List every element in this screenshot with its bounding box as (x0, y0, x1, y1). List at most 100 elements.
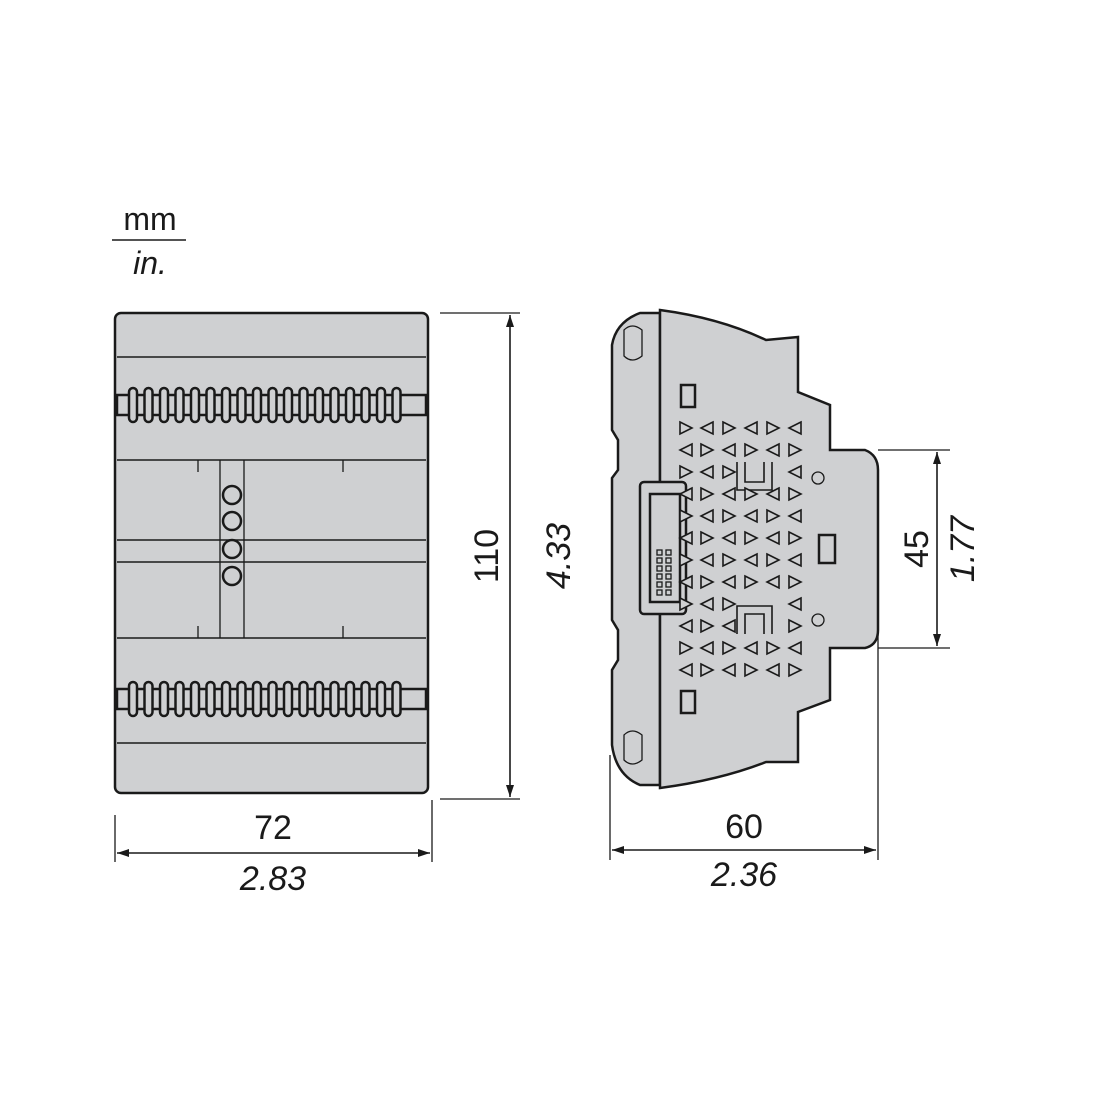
connector-pin (665, 581, 672, 588)
terminal-rib (360, 680, 371, 718)
vent-triangle-icon (678, 618, 693, 634)
vent-triangle-icon (721, 618, 736, 634)
vent-triangle-icon (787, 508, 802, 524)
terminal-rib (158, 680, 170, 718)
vent-triangle-icon (721, 662, 736, 678)
terminal-rib (282, 680, 294, 718)
vent-triangle-icon (766, 420, 781, 436)
vent-triangle-icon (766, 552, 781, 568)
mounting-hole-icon (623, 730, 643, 765)
vent-triangle-icon (766, 508, 781, 524)
terminal-rib (282, 386, 294, 424)
vent-triangle-icon (787, 420, 802, 436)
slot-icon (679, 383, 697, 409)
vent-triangle-icon (743, 552, 758, 568)
vent-triangle-icon (699, 420, 714, 436)
unit-metric-label: mm (123, 201, 176, 237)
vent-triangle-icon (765, 530, 780, 546)
side-main-body (658, 308, 880, 790)
connector-pin (665, 557, 672, 564)
connector-pin (656, 573, 663, 580)
vent-triangle-icon (722, 420, 737, 436)
connector-pin (656, 557, 663, 564)
vent-triangle-icon (700, 574, 715, 590)
vent-triangle-icon (765, 574, 780, 590)
height-mm-label: 110 (468, 529, 506, 583)
terminal-rib (329, 386, 340, 424)
terminal-rib (251, 680, 263, 718)
vent-triangle-icon (678, 574, 693, 590)
side-clip-plate (610, 311, 662, 787)
vent-triangle-icon (721, 574, 736, 590)
terminal-rib (143, 386, 154, 424)
vent-triangle-icon (787, 596, 802, 612)
vent-triangle-icon (744, 530, 759, 546)
vent-pattern (678, 420, 803, 678)
vent-triangle-icon (722, 640, 737, 656)
terminal-rib (375, 680, 387, 718)
vent-triangle-icon (765, 662, 780, 678)
width-in-label: 2.83 (239, 860, 306, 898)
vent-triangle-icon (679, 640, 694, 656)
vent-triangle-icon (679, 464, 694, 480)
width-mm-label: 72 (254, 809, 292, 847)
mounting-hole-icon (623, 325, 643, 361)
terminal-rib (329, 680, 340, 718)
vent-triangle-icon (722, 596, 737, 612)
led-indicator-icon (221, 510, 243, 532)
unit-imperial-label: in. (133, 245, 167, 281)
vent-triangle-icon (787, 552, 802, 568)
vent-triangle-icon (788, 530, 803, 546)
vent-triangle-icon (679, 508, 694, 524)
terminal-rib (360, 386, 371, 424)
u-bracket-icon (736, 462, 773, 491)
terminal-rib (174, 386, 185, 424)
connector-pin (656, 581, 663, 588)
terminal-rib (236, 386, 247, 424)
vent-triangle-icon (744, 662, 759, 678)
vent-triangle-icon (700, 662, 715, 678)
rail-notch-icon (811, 471, 825, 485)
terminal-rib (158, 386, 170, 424)
vent-triangle-icon (743, 640, 758, 656)
vent-triangle-icon (744, 486, 759, 502)
vent-triangle-icon (679, 596, 694, 612)
terminal-rib (267, 680, 278, 718)
vent-triangle-icon (721, 530, 736, 546)
connector-pin-grid (656, 549, 672, 596)
rail-notch-icon (811, 613, 825, 627)
terminal-rib (127, 386, 139, 424)
rail-mm-label: 45 (898, 530, 936, 568)
terminal-rib (220, 386, 232, 424)
front-width-dimension: 72 2.83 (114, 800, 433, 898)
side-depth-dimension: 60 2.36 (609, 595, 879, 894)
vent-triangle-icon (743, 508, 758, 524)
vent-triangle-icon (787, 640, 802, 656)
terminal-rib (220, 680, 232, 718)
terminal-rib (313, 680, 325, 718)
height-in-label: 4.33 (540, 523, 578, 589)
connector-pin (656, 565, 663, 572)
connector-pin (656, 589, 663, 596)
vent-triangle-icon (699, 552, 714, 568)
connector-pin (665, 565, 672, 572)
u-bracket-icon (736, 605, 773, 634)
terminal-row-bottom (115, 680, 428, 718)
vent-triangle-icon (700, 486, 715, 502)
terminal-rib (298, 386, 309, 424)
terminal-rib (344, 386, 356, 424)
terminal-rib (127, 680, 139, 718)
slot-icon (679, 689, 697, 715)
vent-triangle-icon (700, 442, 715, 458)
vent-triangle-icon (744, 574, 759, 590)
terminal-rib (298, 680, 309, 718)
vent-triangle-icon (678, 662, 693, 678)
connector-pin (665, 589, 672, 596)
vent-triangle-icon (743, 420, 758, 436)
vent-triangle-icon (788, 574, 803, 590)
vent-triangle-icon (765, 442, 780, 458)
rail-in-label: 1.77 (944, 515, 982, 582)
rail-latch-icon (817, 533, 837, 565)
vent-triangle-icon (788, 442, 803, 458)
front-height-dimension: 110 4.33 (440, 312, 578, 800)
